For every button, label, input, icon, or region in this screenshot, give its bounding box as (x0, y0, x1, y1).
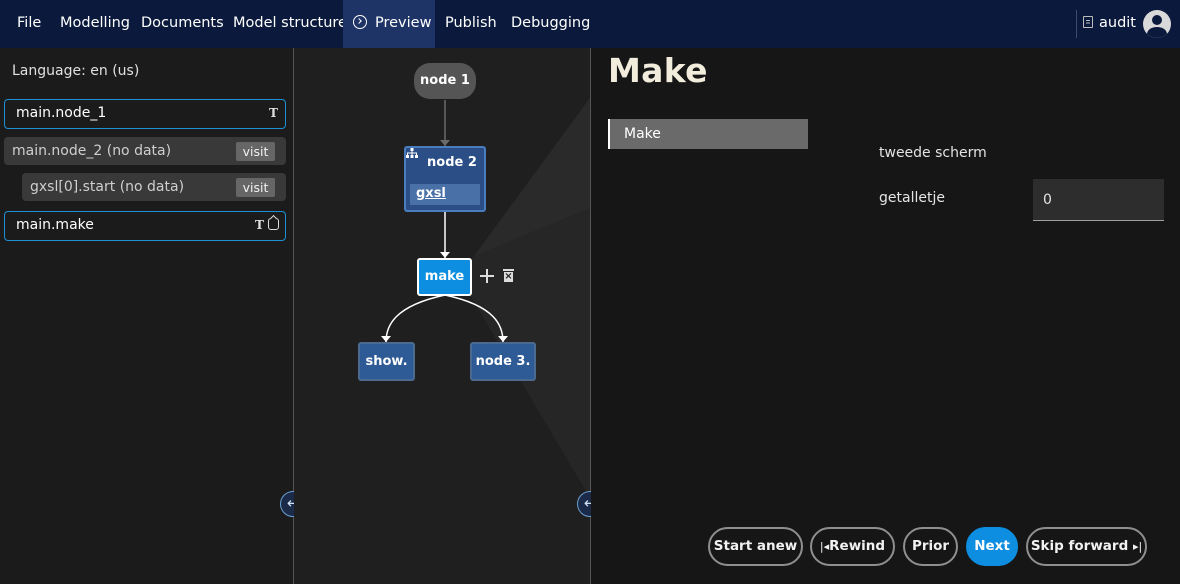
skip-forward-label: Skip forward (1030, 538, 1129, 554)
graph-node-start[interactable]: node 1 (414, 63, 476, 99)
rewind-label: Rewind (829, 538, 886, 554)
list-item-main-node-2[interactable]: main.node_2 (no data) visit (4, 137, 286, 165)
user-name: audit (1099, 15, 1136, 31)
menu-debugging[interactable]: Debugging (511, 15, 591, 31)
sitemap-icon (406, 148, 418, 158)
page-tab-make[interactable]: Make (608, 119, 808, 149)
edit-icon[interactable] (268, 218, 279, 230)
menu-publish[interactable]: Publish (445, 15, 497, 31)
skip-forward-button[interactable]: Skip forward ▸| (1026, 527, 1147, 566)
avatar[interactable] (1143, 10, 1171, 38)
page-title: Make (608, 51, 708, 90)
user-menu[interactable]: audit (1083, 0, 1136, 48)
edge-arrowhead (440, 140, 450, 146)
getalletje-label: getalletje (879, 190, 945, 206)
node-list-panel: Language: en (us) main.node_1 T main.nod… (0, 48, 293, 584)
skip-forward-icon: ▸| (1132, 540, 1143, 553)
menu-modelling[interactable]: Modelling (60, 15, 130, 31)
text-icon[interactable]: T (255, 218, 264, 232)
menu-preview[interactable]: Preview (343, 0, 435, 48)
edge-arrowhead (381, 336, 391, 342)
chevron-circle-icon (353, 15, 367, 29)
language-label: Language: en (us) (12, 63, 140, 79)
panel-divider-right[interactable] (590, 48, 591, 584)
list-item-label: gxsl[0].start (no data) (30, 179, 185, 195)
graph-edges (381, 48, 590, 498)
text-icon[interactable]: T (269, 106, 278, 120)
menu-model-structure[interactable]: Model structure (233, 15, 347, 31)
menu-documents[interactable]: Documents (141, 15, 224, 31)
edge-arrowhead (498, 336, 508, 342)
menu-file[interactable]: File (17, 15, 42, 31)
preview-panel: Make Make tweede scherm getalletje Start… (591, 48, 1180, 584)
list-item-main-make[interactable]: main.make T (4, 211, 286, 241)
next-button[interactable]: Next (966, 527, 1018, 566)
screen-subtitle: tweede scherm (879, 145, 987, 161)
graph-node-node-3[interactable]: node 3. (470, 342, 536, 381)
graph-node-subflow-link[interactable]: gxsl (410, 184, 480, 205)
list-item-label: main.node_2 (no data) (12, 143, 172, 159)
menu-preview-label: Preview (375, 15, 432, 31)
graph-node-node-2[interactable]: node 2 gxsl (404, 146, 486, 212)
nav-separator (1076, 10, 1077, 38)
visit-button[interactable]: visit (236, 178, 275, 197)
visit-button[interactable]: visit (236, 142, 275, 161)
prior-button[interactable]: Prior (903, 527, 958, 566)
rewind-icon: |◂ (819, 540, 830, 553)
start-anew-button[interactable]: Start anew (708, 527, 803, 566)
list-item-gxsl-start[interactable]: gxsl[0].start (no data) visit (22, 173, 286, 201)
graph-node-show[interactable]: show. (358, 342, 415, 381)
list-item-main-node-1[interactable]: main.node_1 T (4, 99, 286, 129)
top-navigation-bar: File Modelling Documents Model structure… (0, 0, 1180, 48)
edge-make-show (385, 294, 446, 343)
flow-graph-canvas: node 1 node 2 gxsl make show. node 3. (294, 48, 590, 584)
list-item-label: main.make (16, 217, 94, 233)
graph-node-title: node 2 (427, 155, 477, 170)
getalletje-input[interactable] (1033, 179, 1164, 221)
graph-node-make[interactable]: make (417, 258, 472, 296)
document-icon (1083, 16, 1093, 28)
rewind-button[interactable]: |◂Rewind (810, 527, 895, 566)
delete-node-icon[interactable] (503, 269, 514, 282)
add-node-icon[interactable] (480, 269, 494, 283)
panel-divider-left[interactable] (293, 48, 294, 584)
list-item-label: main.node_1 (16, 105, 107, 121)
edge-arrowhead (440, 252, 450, 258)
